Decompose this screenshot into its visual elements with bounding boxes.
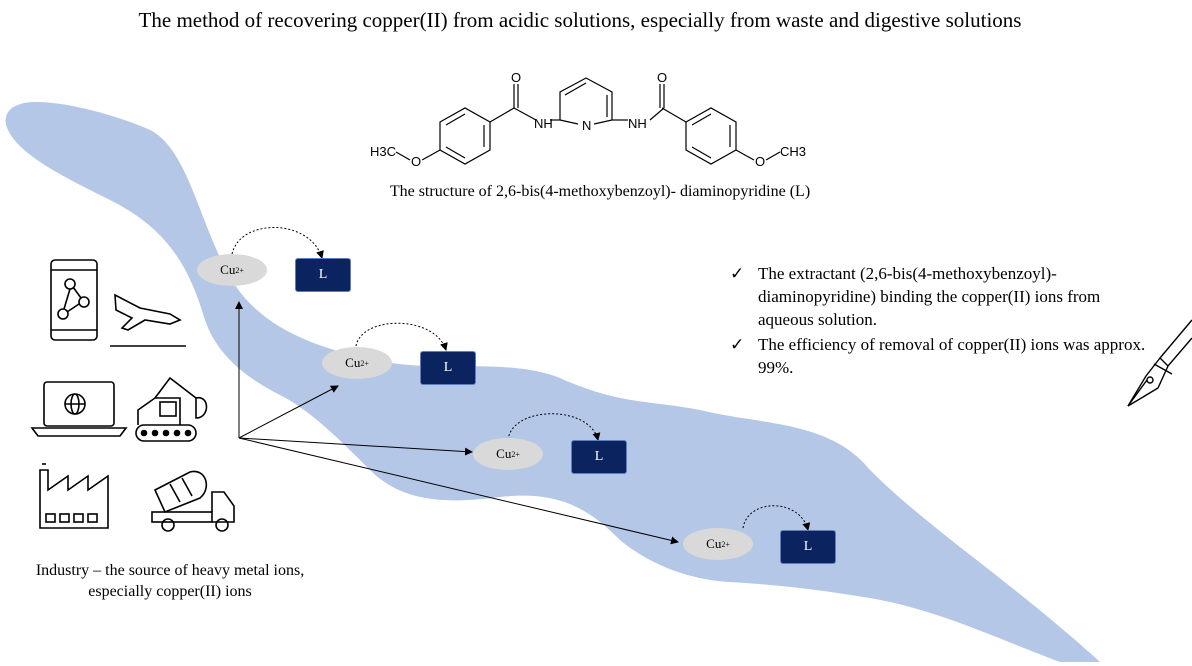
river-body xyxy=(5,102,1101,662)
check-mark-icon: ✓ xyxy=(730,264,745,283)
arrow-to-cu-2 xyxy=(238,385,339,439)
conclusion-bullets: ✓ The extractant (2,6-bis(4-methoxybenzo… xyxy=(730,262,1150,381)
ligand-box-4: L xyxy=(780,530,836,564)
bullet-item: ✓ The extractant (2,6-bis(4-methoxybenzo… xyxy=(730,262,1150,331)
ch3-label: CH3 xyxy=(780,144,806,159)
fountain-pen-icon xyxy=(1127,319,1192,407)
ligand-box-1: L xyxy=(295,258,351,292)
chemical-structure: O O NH NH N O O H3C CH3 xyxy=(370,70,806,169)
page-title: The method of recovering copper(II) from… xyxy=(138,8,1022,32)
check-mark-icon: ✓ xyxy=(730,335,745,354)
arrow-to-cu-3 xyxy=(238,437,473,456)
methoxy-o-right: O xyxy=(755,154,765,169)
bullet-text: The extractant (2,6-bis(4-methoxybenzoyl… xyxy=(758,264,1101,329)
ligand-box-2: L xyxy=(420,351,476,385)
factory-icon xyxy=(39,463,109,529)
smartphone-network-icon xyxy=(50,259,98,341)
structure-caption: The structure of 2,6-bis(4-methoxybenzoy… xyxy=(389,183,811,200)
binding-arrow-1 xyxy=(231,227,324,259)
airplane-icon xyxy=(110,293,186,347)
industry-caption: Industry – the source of heavy metal ion… xyxy=(10,560,330,602)
carbonyl-o-left: O xyxy=(511,70,521,85)
carbonyl-o-right: O xyxy=(657,70,667,85)
industry-icons xyxy=(30,259,235,532)
laptop-globe-icon xyxy=(30,381,128,437)
pyridine-n: N xyxy=(582,118,591,133)
ligand-box-3: L xyxy=(571,440,627,474)
binding-arrow-2 xyxy=(355,322,448,351)
concrete-mixer-truck-icon xyxy=(151,470,235,532)
arrow-to-cu-4 xyxy=(238,437,679,545)
nh-left: NH xyxy=(534,116,553,131)
methoxy-o-left: O xyxy=(411,154,421,169)
industry-caption-line2: especially copper(II) ions xyxy=(88,583,252,600)
bullet-text: The efficiency of removal of copper(II) … xyxy=(758,335,1146,377)
pyridine-ring xyxy=(559,77,613,120)
industry-caption-line1: Industry – the source of heavy metal ion… xyxy=(35,562,305,579)
binding-arrow-3 xyxy=(507,413,601,441)
bullet-item: ✓ The efficiency of removal of copper(II… xyxy=(730,333,1150,379)
excavator-icon xyxy=(135,376,208,442)
nh-right: NH xyxy=(628,116,647,131)
binding-arrow-4 xyxy=(742,505,811,531)
h3c-label: H3C xyxy=(370,144,396,159)
